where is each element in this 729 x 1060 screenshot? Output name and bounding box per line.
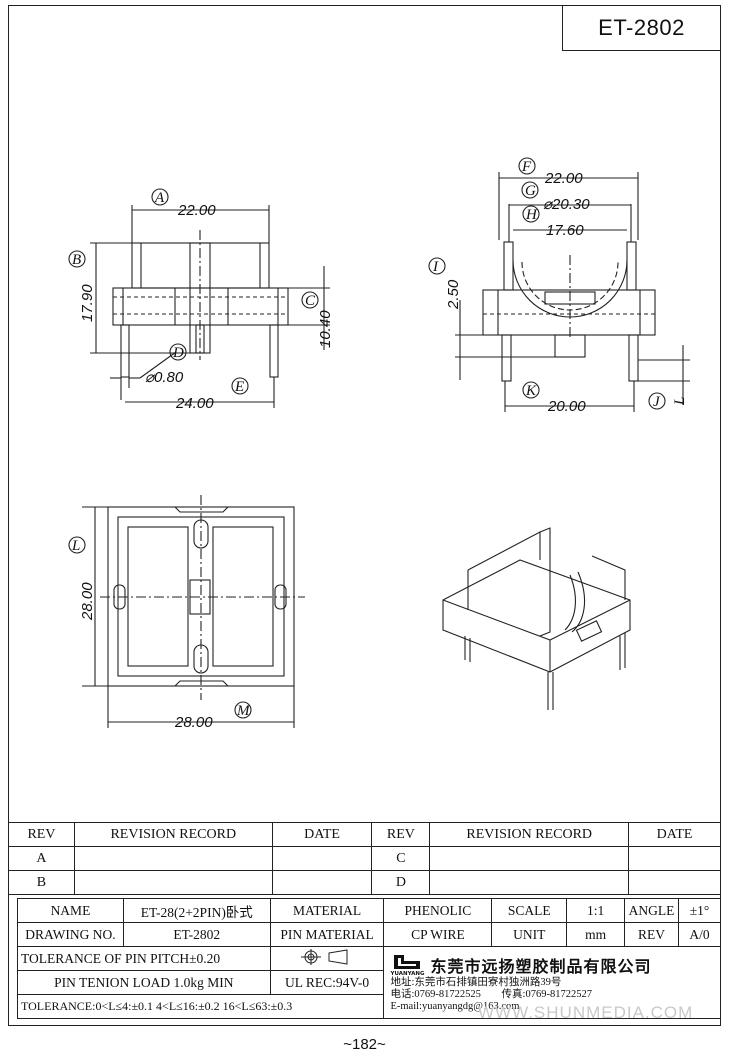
front-view-circles (68, 188, 319, 395)
rev-header: REV (8, 822, 75, 847)
date-cell (628, 870, 721, 895)
dim-c-value: 10.40 (317, 310, 334, 348)
dim-m-value: 28.00 (174, 714, 213, 731)
label-m: M (236, 703, 251, 719)
label-e: E (234, 379, 244, 395)
record-cell (429, 846, 630, 871)
unit-value: mm (566, 922, 626, 947)
drawing-frame (8, 5, 721, 1026)
dim-f-value: 22.00 (544, 170, 583, 187)
label-k: K (525, 383, 537, 399)
dim-l-value: 28.00 (79, 582, 96, 621)
company-block: YUANYANG 东莞市远扬塑胶制品有限公司 地址:东莞市石排镇田寮村独洲路39… (383, 946, 721, 1019)
company-fax: 传真:0769-81722527 (501, 988, 592, 1000)
projection-symbol (269, 946, 385, 971)
angle-label: ANGLE (624, 898, 680, 923)
angle-value: ±1° (678, 898, 721, 923)
company-logo: YUANYANG (390, 953, 424, 977)
revision-row: A C (8, 846, 721, 871)
rev-label: REV (624, 922, 680, 947)
dim-i-value: 2.50 (445, 279, 462, 310)
first-angle-projection-icon (301, 948, 348, 965)
company-email: E-mail:yuanyangdg@163.com (390, 1000, 520, 1012)
tolerance-pin-pitch: TOLERANCE OF PIN PITCH±0.20 (17, 946, 271, 971)
company-phone: 电话:0769-81722525 (390, 988, 481, 1000)
unit-label: UNIT (491, 922, 568, 947)
label-b: B (72, 252, 81, 268)
label-d: D (172, 345, 184, 361)
dim-h-value: 17.60 (546, 222, 584, 239)
logo-text: YUANYANG (390, 970, 425, 977)
title-block-table: NAME ET-28(2+2PIN)卧式 MATERIAL PHENOLIC S… (16, 898, 721, 1019)
label-j: J (653, 394, 661, 410)
top-view (82, 495, 305, 728)
rev-value: A/0 (678, 922, 721, 947)
rev-cell: D (371, 870, 431, 895)
record-cell (73, 846, 273, 871)
dim-a-value: 22.00 (177, 202, 216, 219)
front-view (90, 205, 330, 408)
record-cell (73, 870, 273, 895)
revision-row: B D (8, 870, 721, 895)
drawing-no-value: ET-2802 (122, 922, 271, 947)
watermark: WWW.SHUNMEDIA.COM (478, 1003, 694, 1022)
top-view-circles (68, 536, 252, 719)
date-header: DATE (628, 822, 721, 847)
material-value: PHENOLIC (383, 898, 493, 923)
rev-cell: C (371, 846, 431, 871)
pin-material-value: CP WIRE (383, 922, 493, 947)
pin-material-label: PIN MATERIAL (269, 922, 385, 947)
date-cell (628, 846, 721, 871)
date-cell (271, 870, 373, 895)
rev-header: REV (371, 822, 431, 847)
dim-b-value: 17.90 (79, 284, 96, 322)
label-c: C (305, 293, 316, 309)
pin-tension-load: PIN TENION LOAD 1.0kg MIN (17, 970, 271, 995)
rev-cell: B (8, 870, 75, 895)
date-cell (271, 846, 373, 871)
label-h: H (525, 207, 538, 223)
scale-label: SCALE (491, 898, 568, 923)
side-view-circles (428, 157, 666, 410)
label-a: A (154, 190, 165, 206)
material-label: MATERIAL (269, 898, 385, 923)
label-g: G (525, 183, 536, 199)
page-number: ~182~ (343, 1036, 386, 1053)
name-label: NAME (17, 898, 124, 923)
rev-cell: A (8, 846, 75, 871)
dim-k-value: 20.00 (547, 398, 586, 415)
side-view (455, 172, 690, 412)
revision-record-header: REVISION RECORD (429, 822, 630, 847)
label-f: F (521, 159, 532, 175)
revision-header-row: REV REVISION RECORD DATE REV REVISION RE… (8, 822, 721, 847)
isometric-view (442, 527, 631, 710)
revision-table: REV REVISION RECORD DATE REV REVISION RE… (8, 822, 721, 895)
label-i: I (432, 259, 439, 275)
company-contacts: 电话:0769-81722525 传真:0769-81722527 (390, 988, 719, 1001)
label-l: L (71, 538, 80, 554)
title-block-part-number: ET-2802 (562, 5, 721, 51)
dim-d-value: ⌀0.80 (145, 369, 184, 386)
drawing-no-label: DRAWING NO. (17, 922, 124, 947)
company-logo-icon (394, 954, 421, 969)
dim-e-value: 24.00 (175, 395, 214, 412)
scale-value: 1:1 (566, 898, 626, 923)
dim-g-value: ⌀20.30 (543, 196, 590, 213)
ul-rec: UL REC:94V-0 (269, 970, 385, 995)
dim-j-value: L (672, 397, 688, 406)
revision-record-header: REVISION RECORD (73, 822, 273, 847)
general-tolerance: TOLERANCE:0<L≤4:±0.1 4<L≤16:±0.2 16<L≤63… (16, 994, 385, 1019)
company-name: 东莞市远扬塑胶制品有限公司 (430, 956, 652, 976)
name-value: ET-28(2+2PIN)卧式 (122, 898, 271, 923)
company-address: 地址:东莞市石排镇田寮村独洲路39号 (390, 976, 562, 988)
date-header: DATE (271, 822, 373, 847)
record-cell (429, 870, 630, 895)
